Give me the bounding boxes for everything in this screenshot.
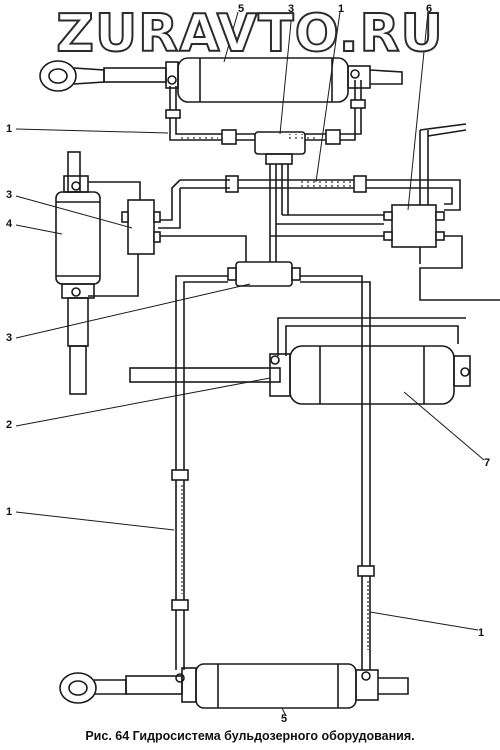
distributor-block bbox=[270, 123, 500, 301]
callout-5-bottom: 5 bbox=[281, 713, 288, 725]
lower-hoses bbox=[171, 469, 375, 650]
callout-1-top: 1 bbox=[338, 3, 345, 15]
leader-lines bbox=[15, 11, 485, 717]
callout-3-top-left: 3 bbox=[6, 189, 13, 201]
pump-unit bbox=[55, 151, 101, 395]
figure-caption: Рис. 64 Гидросистема бульдозерного обору… bbox=[85, 729, 415, 743]
middle-manifold-tee bbox=[175, 261, 371, 670]
callout-6: 6 bbox=[426, 3, 433, 15]
callout-1-top-left: 1 bbox=[6, 123, 13, 135]
watermark: ZURAVTO.RU bbox=[55, 3, 444, 65]
callout-1-lower-left: 1 bbox=[6, 506, 13, 518]
top-hoses bbox=[165, 80, 366, 145]
callout-1-bottom-right: 1 bbox=[478, 627, 485, 639]
center-lines bbox=[158, 164, 461, 262]
tilt-cylinder bbox=[129, 317, 471, 405]
callout-2: 2 bbox=[6, 419, 13, 431]
callout-7: 7 bbox=[484, 457, 491, 469]
callout-4-pump: 4 bbox=[6, 218, 13, 230]
callout-3-middle: 3 bbox=[6, 332, 13, 344]
callout-3-top: 3 bbox=[288, 3, 295, 15]
top-lift-cylinder bbox=[39, 57, 403, 103]
callout-5-top: 5 bbox=[238, 3, 245, 15]
bottom-lift-cylinder bbox=[59, 663, 409, 709]
left-valve-tee bbox=[88, 181, 247, 297]
